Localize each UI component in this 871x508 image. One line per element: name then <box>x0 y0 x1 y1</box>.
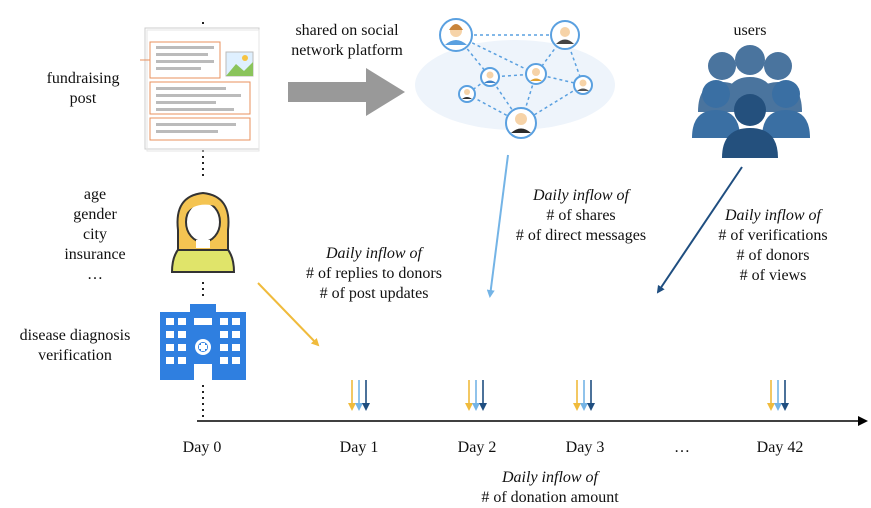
day-label-1: Day 1 <box>339 439 379 456</box>
donation-inflow-title: Daily inflow of <box>502 469 598 486</box>
day-label-ellipsis: … <box>674 439 690 456</box>
network-inflow-label: Daily inflow of # of shares # of direct … <box>496 186 666 246</box>
shared-label: shared on social network platform <box>272 21 422 61</box>
fundraising-post-line1: fundraising <box>46 70 120 87</box>
attr-age: age <box>83 186 107 203</box>
day-label-42: Day 42 <box>756 439 804 456</box>
shared-line2: network platform <box>291 42 403 59</box>
user-inflow-line3: # of views <box>739 267 807 284</box>
donation-inflow-line1: # of donation amount <box>481 489 619 506</box>
disease-label: disease diagnosis verification <box>5 326 145 366</box>
creator-inflow-line1: # of replies to donors <box>306 265 442 282</box>
network-inflow-arrow <box>486 154 509 298</box>
disease-line1: disease diagnosis <box>19 327 131 344</box>
attributes-label: age gender city insurance … <box>40 185 150 285</box>
attr-insurance: insurance <box>64 246 126 263</box>
user-inflow-line2: # of donors <box>736 247 810 264</box>
attr-ellipsis: … <box>87 266 103 283</box>
document-icon <box>140 27 260 152</box>
hospital-building-icon <box>160 304 246 380</box>
user-inflow-label: Daily inflow of # of verifications # of … <box>698 206 848 286</box>
attr-city: city <box>83 226 107 243</box>
user-inflow-line1: # of verifications <box>718 227 828 244</box>
fundraising-post-label: fundraising post <box>28 69 138 109</box>
user-inflow-title: Daily inflow of <box>725 207 821 224</box>
day-label-3: Day 3 <box>565 439 605 456</box>
person-avatar-icon <box>170 191 236 273</box>
day-label-2: Day 2 <box>457 439 497 456</box>
day-arrow-clusters <box>348 380 789 411</box>
social-network-icon <box>415 18 615 139</box>
attr-gender: gender <box>73 206 117 223</box>
network-inflow-title: Daily inflow of <box>533 187 629 204</box>
network-inflow-line1: # of shares <box>546 207 616 224</box>
share-arrow <box>288 68 405 116</box>
fundraising-post-line2: post <box>69 90 97 107</box>
user-inflow-arrow <box>656 166 743 294</box>
network-inflow-line2: # of direct messages <box>515 227 647 244</box>
creator-inflow-arrow <box>257 282 320 347</box>
creator-inflow-line2: # of post updates <box>319 285 429 302</box>
donation-inflow-label: Daily inflow of # of donation amount <box>450 468 650 508</box>
creator-inflow-title: Daily inflow of <box>326 245 422 262</box>
users-group-icon <box>692 45 810 158</box>
disease-line2: verification <box>38 347 112 364</box>
creator-inflow-label: Daily inflow of # of replies to donors #… <box>278 244 470 304</box>
day-label-0: Day 0 <box>182 439 222 456</box>
shared-line1: shared on social <box>295 22 399 39</box>
users-label: users <box>733 22 767 39</box>
